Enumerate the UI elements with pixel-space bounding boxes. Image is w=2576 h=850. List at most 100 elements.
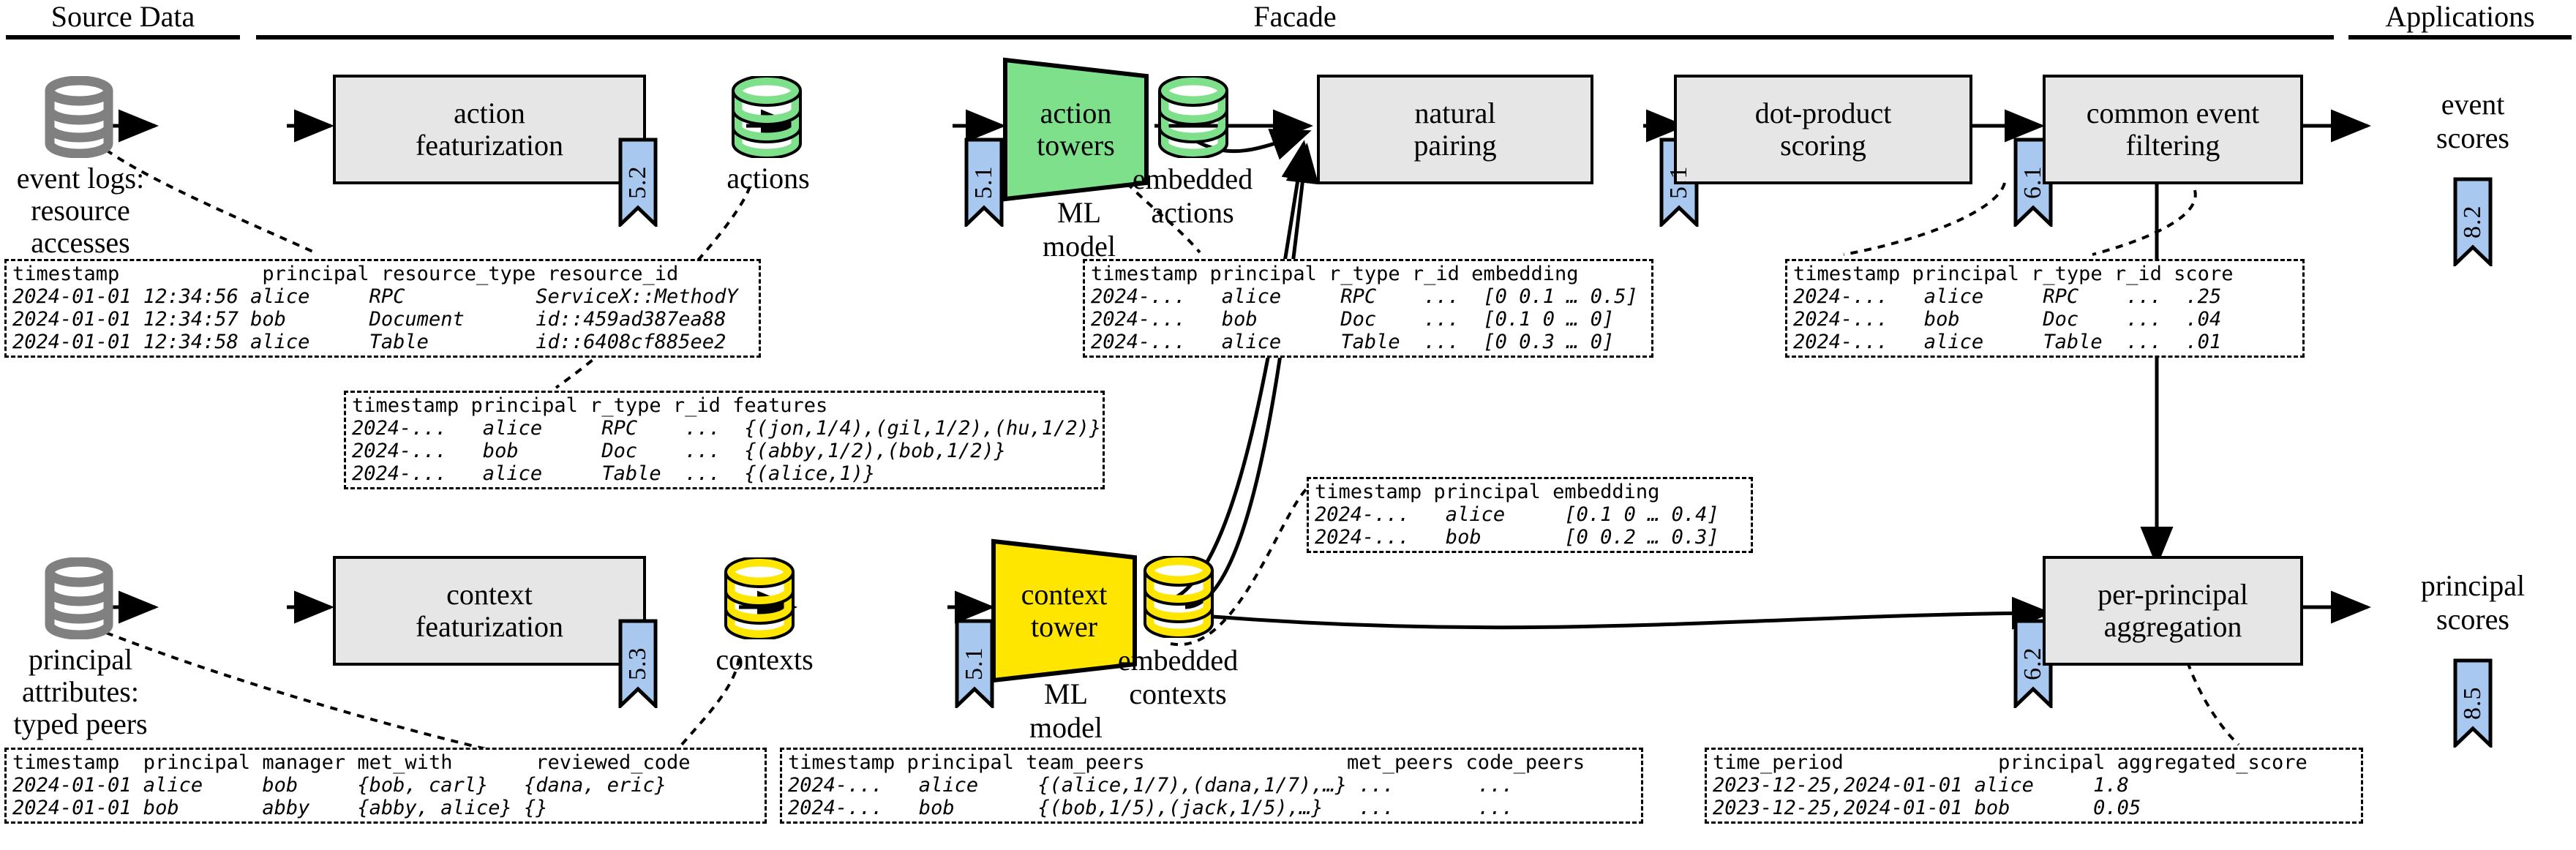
ribbon-8-5: 8.5: [2453, 658, 2493, 748]
process-dot-product-scoring-l2: scoring: [1780, 129, 1866, 162]
table-event-scores-header: timestamp principal r_type r_id score: [1793, 263, 2234, 285]
ribbon-6-1: 6.1: [2013, 138, 2053, 227]
ml-tower-context-l1: context: [1021, 578, 1108, 611]
datastore-embedded-contexts: [1144, 556, 1214, 638]
datastore-contexts: [724, 557, 795, 639]
table-row: 2024-... bob Doc ... .04: [1793, 308, 2222, 331]
ribbon-5-1-action-label: 5.1: [970, 165, 997, 199]
table-row: 2023-12-25,2024-01-01 alice 1.8: [1713, 774, 2129, 797]
process-action-featurization-l1: action: [454, 97, 525, 129]
process-dot-product-scoring[interactable]: dot-product scoring: [1674, 75, 1972, 184]
ml-tower-context-l2: tower: [1030, 610, 1098, 643]
caption-event-logs-l1: event logs:: [16, 162, 145, 195]
table-row: 2024-... alice [0.1 0 … 0.4]: [1315, 503, 1719, 526]
ribbon-8-2-label: 8.2: [2459, 205, 2486, 238]
table-row: 2024-... alice Table ... [0 0.3 … 0]: [1091, 331, 1615, 353]
ribbon-5-1-scoring: 5.1: [1659, 138, 1699, 227]
table-row: 2024-... alice RPC ... [0 0.1 … 0.5]: [1091, 285, 1638, 308]
datastore-embedded-actions: [1158, 76, 1228, 158]
ribbon-5-1-context-label: 5.1: [961, 647, 988, 680]
section-rule-source-data: [6, 35, 240, 40]
ribbon-5-1-scoring-label: 5.1: [1665, 165, 1692, 199]
table-contexts: timestamp principal team_peers met_peers…: [780, 748, 1643, 824]
caption-actions: actions: [726, 162, 810, 195]
ribbon-5-1-context: 5.1: [955, 619, 994, 708]
datastore-principal-attributes: [44, 557, 114, 639]
table-principal-attributes-header: timestamp principal manager met_with rev…: [12, 751, 691, 774]
ml-tower-action-l2: towers: [1037, 129, 1115, 162]
table-row: 2024-... alice Table ... .01: [1793, 331, 2222, 353]
table-actions: timestamp principal r_type r_id features…: [344, 391, 1105, 489]
process-context-featurization[interactable]: context featurization: [333, 556, 646, 666]
table-row: 2024-01-01 12:34:58 alice Table id::6408…: [12, 331, 726, 353]
table-row: 2023-12-25,2024-01-01 bob 0.05: [1713, 797, 2141, 819]
process-dot-product-scoring-l1: dot-product: [1754, 97, 1892, 129]
section-rule-facade: [256, 35, 2334, 40]
table-contexts-header: timestamp principal team_peers met_peers…: [788, 751, 1585, 774]
table-row: 2024-... bob {(bob,1/5),(jack,1/5),…} ..…: [788, 797, 1514, 819]
process-action-featurization[interactable]: action featurization: [333, 75, 646, 184]
process-action-featurization-l2: featurization: [415, 129, 564, 162]
caption-contexts: contexts: [716, 643, 814, 676]
ml-tower-context[interactable]: context tower: [989, 538, 1139, 683]
caption-event-logs-l2: resource accesses: [31, 194, 130, 259]
table-row: 2024-... bob [0 0.2 … 0.3]: [1315, 526, 1719, 549]
datastore-actions: [732, 76, 802, 158]
process-common-event-filtering[interactable]: common event filtering: [2043, 75, 2303, 184]
caption-principal-attributes-l1: principal attributes:: [22, 643, 139, 708]
table-row: 2024-01-01 bob abby {abby, alice} {}: [12, 797, 548, 819]
table-actions-header: timestamp principal r_type r_id features: [352, 394, 828, 417]
table-principal-scores: time_period principal aggregated_score 2…: [1705, 748, 2363, 824]
ribbon-8-2: 8.2: [2453, 177, 2493, 266]
ml-tower-action[interactable]: action towers: [1001, 57, 1151, 202]
ribbon-8-5-label: 8.5: [2459, 686, 2486, 720]
datastore-event-logs: [44, 76, 114, 158]
process-natural-pairing-l1: natural: [1414, 97, 1496, 129]
caption-principal-attributes-l2: typed peers: [13, 707, 148, 740]
ribbon-6-1-label: 6.1: [2019, 165, 2046, 199]
section-title-applications: Applications: [2385, 0, 2535, 33]
table-row: 2024-01-01 12:34:56 alice RPC ServiceX::…: [12, 285, 738, 308]
ribbon-5-2: 5.2: [618, 138, 658, 227]
table-row: 2024-01-01 alice bob {bob, carl} {dana, …: [12, 774, 667, 797]
table-row: 2024-01-01 12:34:57 bob Document id::459…: [12, 308, 726, 331]
caption-event-logs: event logs: resource accesses: [0, 162, 176, 259]
section-title-source-data: Source Data: [50, 0, 195, 33]
table-row: 2024-... alice {(alice,1/7),(dana,1/7),……: [788, 774, 1514, 797]
table-row: 2024-... alice RPC ... .25: [1793, 285, 2222, 308]
table-row: 2024-... bob Doc ... [0.1 0 … 0]: [1091, 308, 1615, 331]
process-context-featurization-l1: context: [446, 578, 533, 611]
ribbon-5-3-label: 5.3: [624, 647, 651, 680]
table-embedded-actions: timestamp principal r_type r_id embeddin…: [1083, 259, 1653, 358]
section-rule-applications: [2348, 35, 2572, 40]
table-row: 2024-... alice Table ... {(alice,1)}: [352, 462, 876, 485]
ribbon-5-2-label: 5.2: [624, 165, 651, 199]
process-per-principal-aggregation-l1: per-principal: [2098, 578, 2248, 611]
table-event-logs: timestamp principal resource_type resour…: [4, 259, 761, 358]
table-event-logs-header: timestamp principal resource_type resour…: [12, 263, 679, 285]
ribbon-5-1-action: 5.1: [964, 138, 1004, 227]
process-common-event-filtering-l1: common event: [2086, 97, 2260, 129]
ribbon-5-3: 5.3: [618, 619, 658, 708]
process-natural-pairing[interactable]: natural pairing: [1317, 75, 1593, 184]
process-natural-pairing-l2: pairing: [1413, 129, 1497, 162]
table-embedded-contexts-header: timestamp principal embedding: [1315, 481, 1660, 503]
process-per-principal-aggregation[interactable]: per-principal aggregation: [2043, 556, 2303, 666]
table-principal-attributes: timestamp principal manager met_with rev…: [4, 748, 767, 824]
caption-principal-attributes: principal attributes: typed peers: [0, 644, 179, 740]
ribbon-6-2-label: 6.2: [2019, 647, 2046, 680]
section-title-facade: Facade: [1253, 0, 1337, 33]
ml-tower-action-l1: action: [1040, 97, 1112, 129]
table-principal-scores-header: time_period principal aggregated_score: [1713, 751, 2307, 774]
table-embedded-actions-header: timestamp principal r_type r_id embeddin…: [1091, 263, 1579, 285]
process-per-principal-aggregation-l2: aggregation: [2103, 610, 2242, 643]
table-embedded-contexts: timestamp principal embedding 2024-... a…: [1307, 477, 1753, 553]
table-event-scores: timestamp principal r_type r_id score 20…: [1785, 259, 2305, 358]
